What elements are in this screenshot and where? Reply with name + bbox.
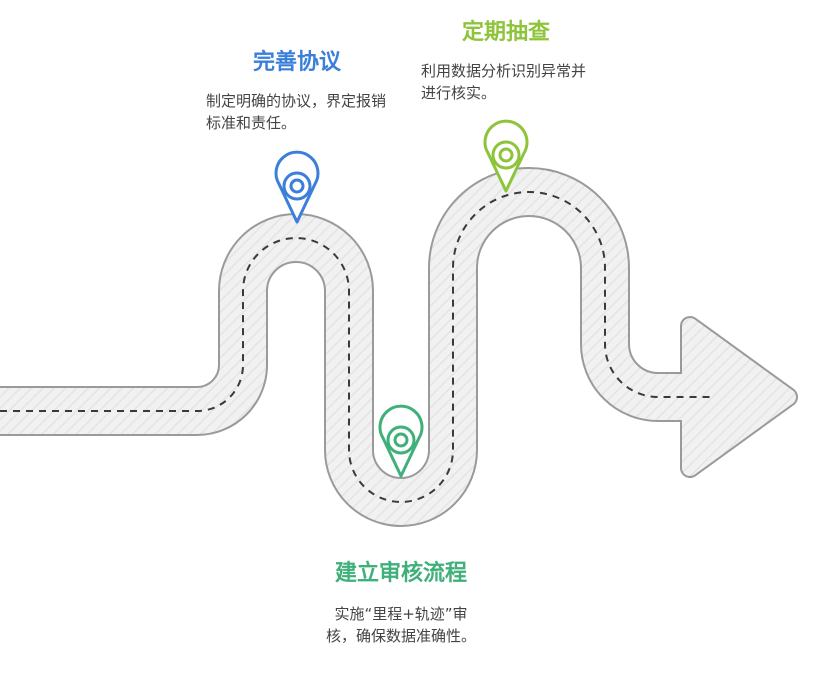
milestone-title: 建立审核流程: [334, 561, 467, 586]
milestone-label-audit-process: 建立审核流程 实施“里程+轨迹”审核，确保数据准确性。: [301, 555, 501, 647]
location-pin-icon: [483, 119, 529, 193]
location-pin-icon: [274, 150, 320, 224]
milestone-description: 利用数据分析识别异常并进行核实。: [421, 62, 587, 102]
milestone-title: 定期抽查: [461, 20, 550, 45]
road: [0, 167, 798, 527]
arrow-head: [682, 318, 796, 476]
milestone-description: 实施“里程+轨迹”审核，确保数据准确性。: [325, 605, 476, 645]
road-center-dashes: [0, 191, 712, 503]
milestone-label-protocol: 完善协议 制定明确的协议，界定报销标准和责任。: [197, 44, 397, 134]
milestone-title: 完善协议: [252, 50, 341, 75]
location-pin-icon: [378, 404, 424, 478]
milestone-description: 制定明确的协议，界定报销标准和责任。: [206, 92, 387, 132]
milestone-label-spot-check: 定期抽查 利用数据分析识别异常并进行核实。: [406, 14, 606, 104]
